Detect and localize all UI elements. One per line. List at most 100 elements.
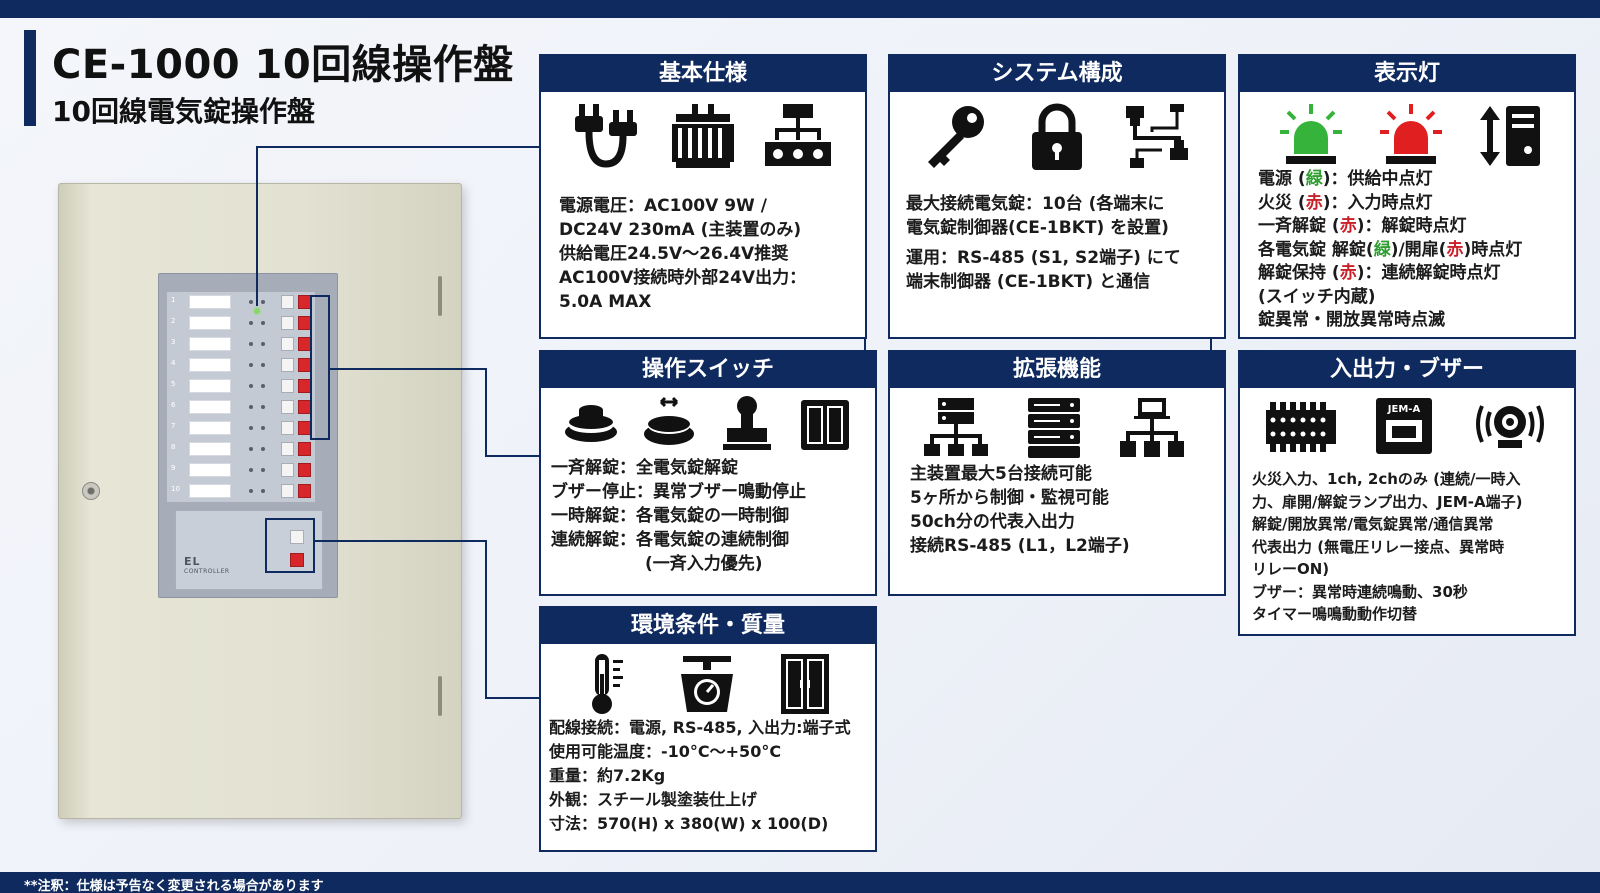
text: )：供給中点灯	[1322, 169, 1433, 189]
spec-line: 主装置最大5台接続可能	[910, 464, 1092, 484]
top-bar	[0, 0, 1600, 18]
page-subtitle: 10回線電気錠操作盤	[52, 95, 315, 128]
circuit-red-button	[298, 442, 311, 456]
server-rack-icon	[1028, 398, 1080, 458]
spec-line: リレーON)	[1252, 560, 1330, 578]
spec-line: タイマー鳴鳴動動作切替	[1252, 605, 1418, 623]
circuit-led	[261, 342, 265, 346]
circuit-number: 6	[171, 401, 176, 409]
spec-line: 代表出力 (無電圧リレー接点、異常時	[1252, 537, 1505, 556]
indicator-hold: 解錠保持 (赤)：連続解錠時点灯	[1258, 262, 1522, 286]
power-distribution-icon	[765, 104, 831, 166]
circuit-number: 10	[171, 485, 180, 493]
circuit-number: 5	[171, 380, 176, 388]
circuit-white-button	[281, 400, 294, 414]
text-green: 緑	[1373, 239, 1391, 260]
circuit-led	[261, 468, 265, 472]
hinge-top	[438, 276, 442, 316]
page-title: CE-1000 10回線操作盤	[52, 42, 514, 88]
circuit-led	[249, 426, 253, 430]
spec-line: 火災入力、1ch, 2chのみ (連続/一時入	[1252, 470, 1521, 488]
text: 各電気錠 解錠(	[1258, 239, 1374, 260]
green-warning-light-icon	[1280, 104, 1342, 164]
panel-circuit-row: 1	[167, 292, 315, 312]
circuit-led	[249, 447, 253, 451]
text-red: 赤	[1339, 216, 1357, 236]
circuit-led	[249, 321, 253, 325]
circuit-label-plate	[189, 400, 231, 414]
circuit-led	[261, 384, 265, 388]
padlock-icon	[1032, 103, 1082, 170]
weighing-scale-icon	[681, 656, 733, 712]
card-title: 操作スイッチ	[541, 352, 875, 388]
card-indicator: 表示灯 電源 (緑)：供給中点灯 火災 (赤)：入力時	[1238, 54, 1576, 339]
text: )/開扉(	[1390, 239, 1447, 260]
spec-line: 接続RS-485 (L1，L2端子)	[910, 536, 1130, 556]
spec-line: 一斉解錠：全電気錠解錠	[551, 458, 738, 478]
spec-line: 5.0A MAX	[559, 292, 652, 312]
spec-line: 解錠/開放異常/電気錠異常/通信異常	[1252, 515, 1494, 533]
card-title: システム構成	[890, 56, 1224, 92]
plug-icon	[575, 104, 637, 168]
panel-circuit-row: 8	[167, 439, 315, 459]
text-red: 赤	[1446, 239, 1464, 260]
card-switch: 操作スイッチ 一斉解錠：全電気錠解錠 ブザー停止：異常ブザー鳴動停止 一時解錠：…	[539, 350, 877, 596]
circuit-label-plate	[189, 442, 231, 456]
panel-circuit-row: 3	[167, 334, 315, 354]
circuit-led	[261, 405, 265, 409]
connector-line	[256, 146, 539, 148]
spec-line: AC100V接続時外部24V出力：	[559, 268, 807, 288]
title-accent-bar	[24, 30, 36, 126]
circuit-white-button	[281, 379, 294, 393]
spec-line: 供給電圧24.5V〜26.4V推奨	[559, 244, 789, 264]
card-io-buzzer: 入出力・ブザー JEM-A 火災入力、1ch, 2chのみ (連	[1238, 350, 1576, 636]
circuit-led	[249, 342, 253, 346]
jem-a-connector-icon: JEM-A	[1376, 398, 1432, 454]
connector-line	[485, 455, 539, 457]
circuit-white-button	[281, 463, 294, 477]
text: 電源 (	[1258, 169, 1306, 189]
key-icon	[928, 106, 984, 168]
circuit-label-plate	[189, 484, 231, 498]
common-white-button	[290, 530, 304, 544]
indicator-all-unlock: 一斉解錠 (赤)：解錠時点灯	[1258, 215, 1522, 239]
circuit-number: 8	[171, 443, 176, 451]
spec-line: 電源電圧：AC100V 9W /	[559, 196, 767, 216]
card-title: 拡張機能	[890, 352, 1224, 388]
circuit-white-button	[281, 442, 294, 456]
connector-line	[330, 368, 485, 370]
spec-line: 5ヶ所から制御・監視可能	[910, 488, 1109, 508]
spec-line: 連続解錠：各電気錠の連続制御	[551, 530, 789, 550]
cabinet-icon	[781, 654, 829, 714]
circuit-number: 1	[171, 296, 176, 304]
text-green: 緑	[1305, 169, 1323, 189]
text: )：入力時点灯	[1322, 192, 1433, 213]
circuit-led	[249, 489, 253, 493]
spec-line: 運用：RS-485 (S1, S2端子) にて	[906, 248, 1181, 268]
spec-line: 寸法：570(H) x 380(W) x 100(D)	[549, 814, 829, 833]
panel-circuit-row: 10	[167, 481, 315, 501]
push-button-icon	[565, 405, 617, 442]
cable-connection-icon	[1126, 104, 1188, 168]
circuit-led	[261, 426, 265, 430]
bottom-bar	[0, 872, 1600, 893]
toggle-button-icon	[644, 396, 694, 445]
card-title: 入出力・ブザー	[1240, 352, 1574, 388]
panel-circuit-row: 4	[167, 355, 315, 375]
keyhole-icon	[82, 482, 100, 500]
text: )時点灯	[1463, 239, 1523, 260]
spec-line: DC24V 230mA (主装置のみ)	[559, 220, 802, 240]
hinge-bottom	[438, 676, 442, 716]
circuit-label-plate	[189, 337, 231, 351]
text: 解錠保持 (	[1258, 263, 1340, 283]
circuit-white-button	[281, 316, 294, 330]
circuit-led	[261, 300, 265, 304]
spec-line: ブザー停止：異常ブザー鳴動停止	[551, 482, 806, 502]
circuit-red-button	[298, 463, 311, 477]
spec-line: 端末制御器 (CE-1BKT) と通信	[906, 272, 1151, 292]
connector-line	[485, 368, 487, 456]
common-red-button	[290, 553, 304, 567]
connector-pins	[1392, 426, 1416, 438]
text-red: 赤	[1305, 192, 1323, 213]
circuit-led	[261, 489, 265, 493]
